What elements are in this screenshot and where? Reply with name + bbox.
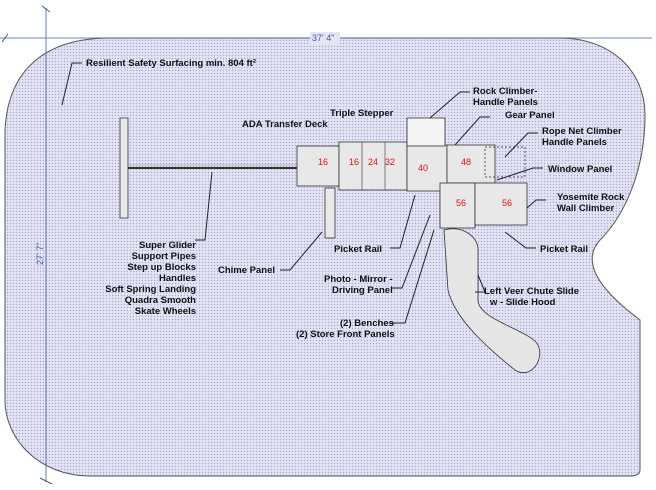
svg-text:Step up Blocks: Step up Blocks	[127, 262, 196, 273]
svg-text:Super Glider: Super Glider	[139, 240, 196, 251]
svg-text:Soft Spring Landing: Soft Spring Landing	[105, 284, 196, 295]
svg-text:Rope Net Climber: Rope Net Climber	[542, 126, 622, 137]
svg-text:Rock Climber-: Rock Climber-	[473, 86, 537, 97]
deck-numbers: 16 16 24 32 40 48 56 56	[318, 157, 512, 208]
chime-panel-post	[324, 187, 336, 239]
svg-text:Left Veer Chute Slide: Left Veer Chute Slide	[484, 286, 579, 297]
svg-text:Picket Rail: Picket Rail	[334, 244, 382, 255]
rock-climber-panel	[406, 117, 446, 147]
svg-text:Photo - Mirror -: Photo - Mirror -	[324, 274, 393, 285]
ada-deck-label: ADA Transfer Deck	[242, 119, 328, 130]
svg-text:48: 48	[461, 157, 471, 167]
svg-text:16: 16	[349, 157, 359, 167]
triple-stepper-label: Triple Stepper	[330, 108, 394, 119]
svg-text:24: 24	[368, 157, 378, 167]
svg-text:Handle Panels: Handle Panels	[542, 137, 607, 148]
svg-text:(2) Benches: (2) Benches	[340, 318, 394, 329]
svg-text:Driving Panel: Driving Panel	[332, 285, 393, 296]
svg-text:Picket Rail: Picket Rail	[540, 244, 588, 255]
svg-text:16: 16	[318, 157, 328, 167]
gear-panel-label: Gear Panel	[505, 110, 555, 121]
annotations: Resilient Safety Surfacing min. 804 ft² …	[86, 58, 625, 340]
svg-text:Wall Climber: Wall Climber	[557, 203, 614, 214]
window-panel-label: Window Panel	[548, 164, 612, 175]
play-structure	[296, 117, 541, 373]
svg-text:56: 56	[456, 198, 466, 208]
svg-text:Support Pipes: Support Pipes	[132, 251, 196, 262]
height-dimension: 27' 7"	[35, 5, 53, 485]
svg-text:40: 40	[418, 163, 428, 173]
svg-text:Quadra Smooth: Quadra Smooth	[125, 295, 196, 306]
width-label: 37' 4"	[312, 33, 334, 43]
chute-slide	[443, 228, 541, 373]
svg-text:(2) Store Front Panels: (2) Store Front Panels	[296, 329, 395, 340]
glider-components-label: Super Glider Support Pipes Step up Block…	[105, 240, 196, 317]
height-label: 27' 7"	[35, 243, 45, 265]
svg-text:w - Slide Hood: w - Slide Hood	[489, 297, 556, 308]
svg-text:Handles: Handles	[159, 273, 196, 284]
super-glider	[119, 117, 298, 219]
svg-text:Skate Wheels: Skate Wheels	[135, 306, 196, 317]
leader-lines	[61, 62, 546, 324]
svg-text:56: 56	[502, 198, 512, 208]
surfacing-label: Resilient Safety Surfacing min. 804 ft²	[86, 58, 256, 69]
safety-surfacing-area	[4, 37, 646, 477]
chime-panel-label: Chime Panel	[218, 265, 275, 276]
svg-text:Handle Panels: Handle Panels	[473, 97, 538, 108]
svg-text:Yosemite Rock: Yosemite Rock	[557, 192, 625, 203]
width-dimension: 37' 4"	[0, 32, 652, 44]
svg-text:32: 32	[385, 157, 395, 167]
